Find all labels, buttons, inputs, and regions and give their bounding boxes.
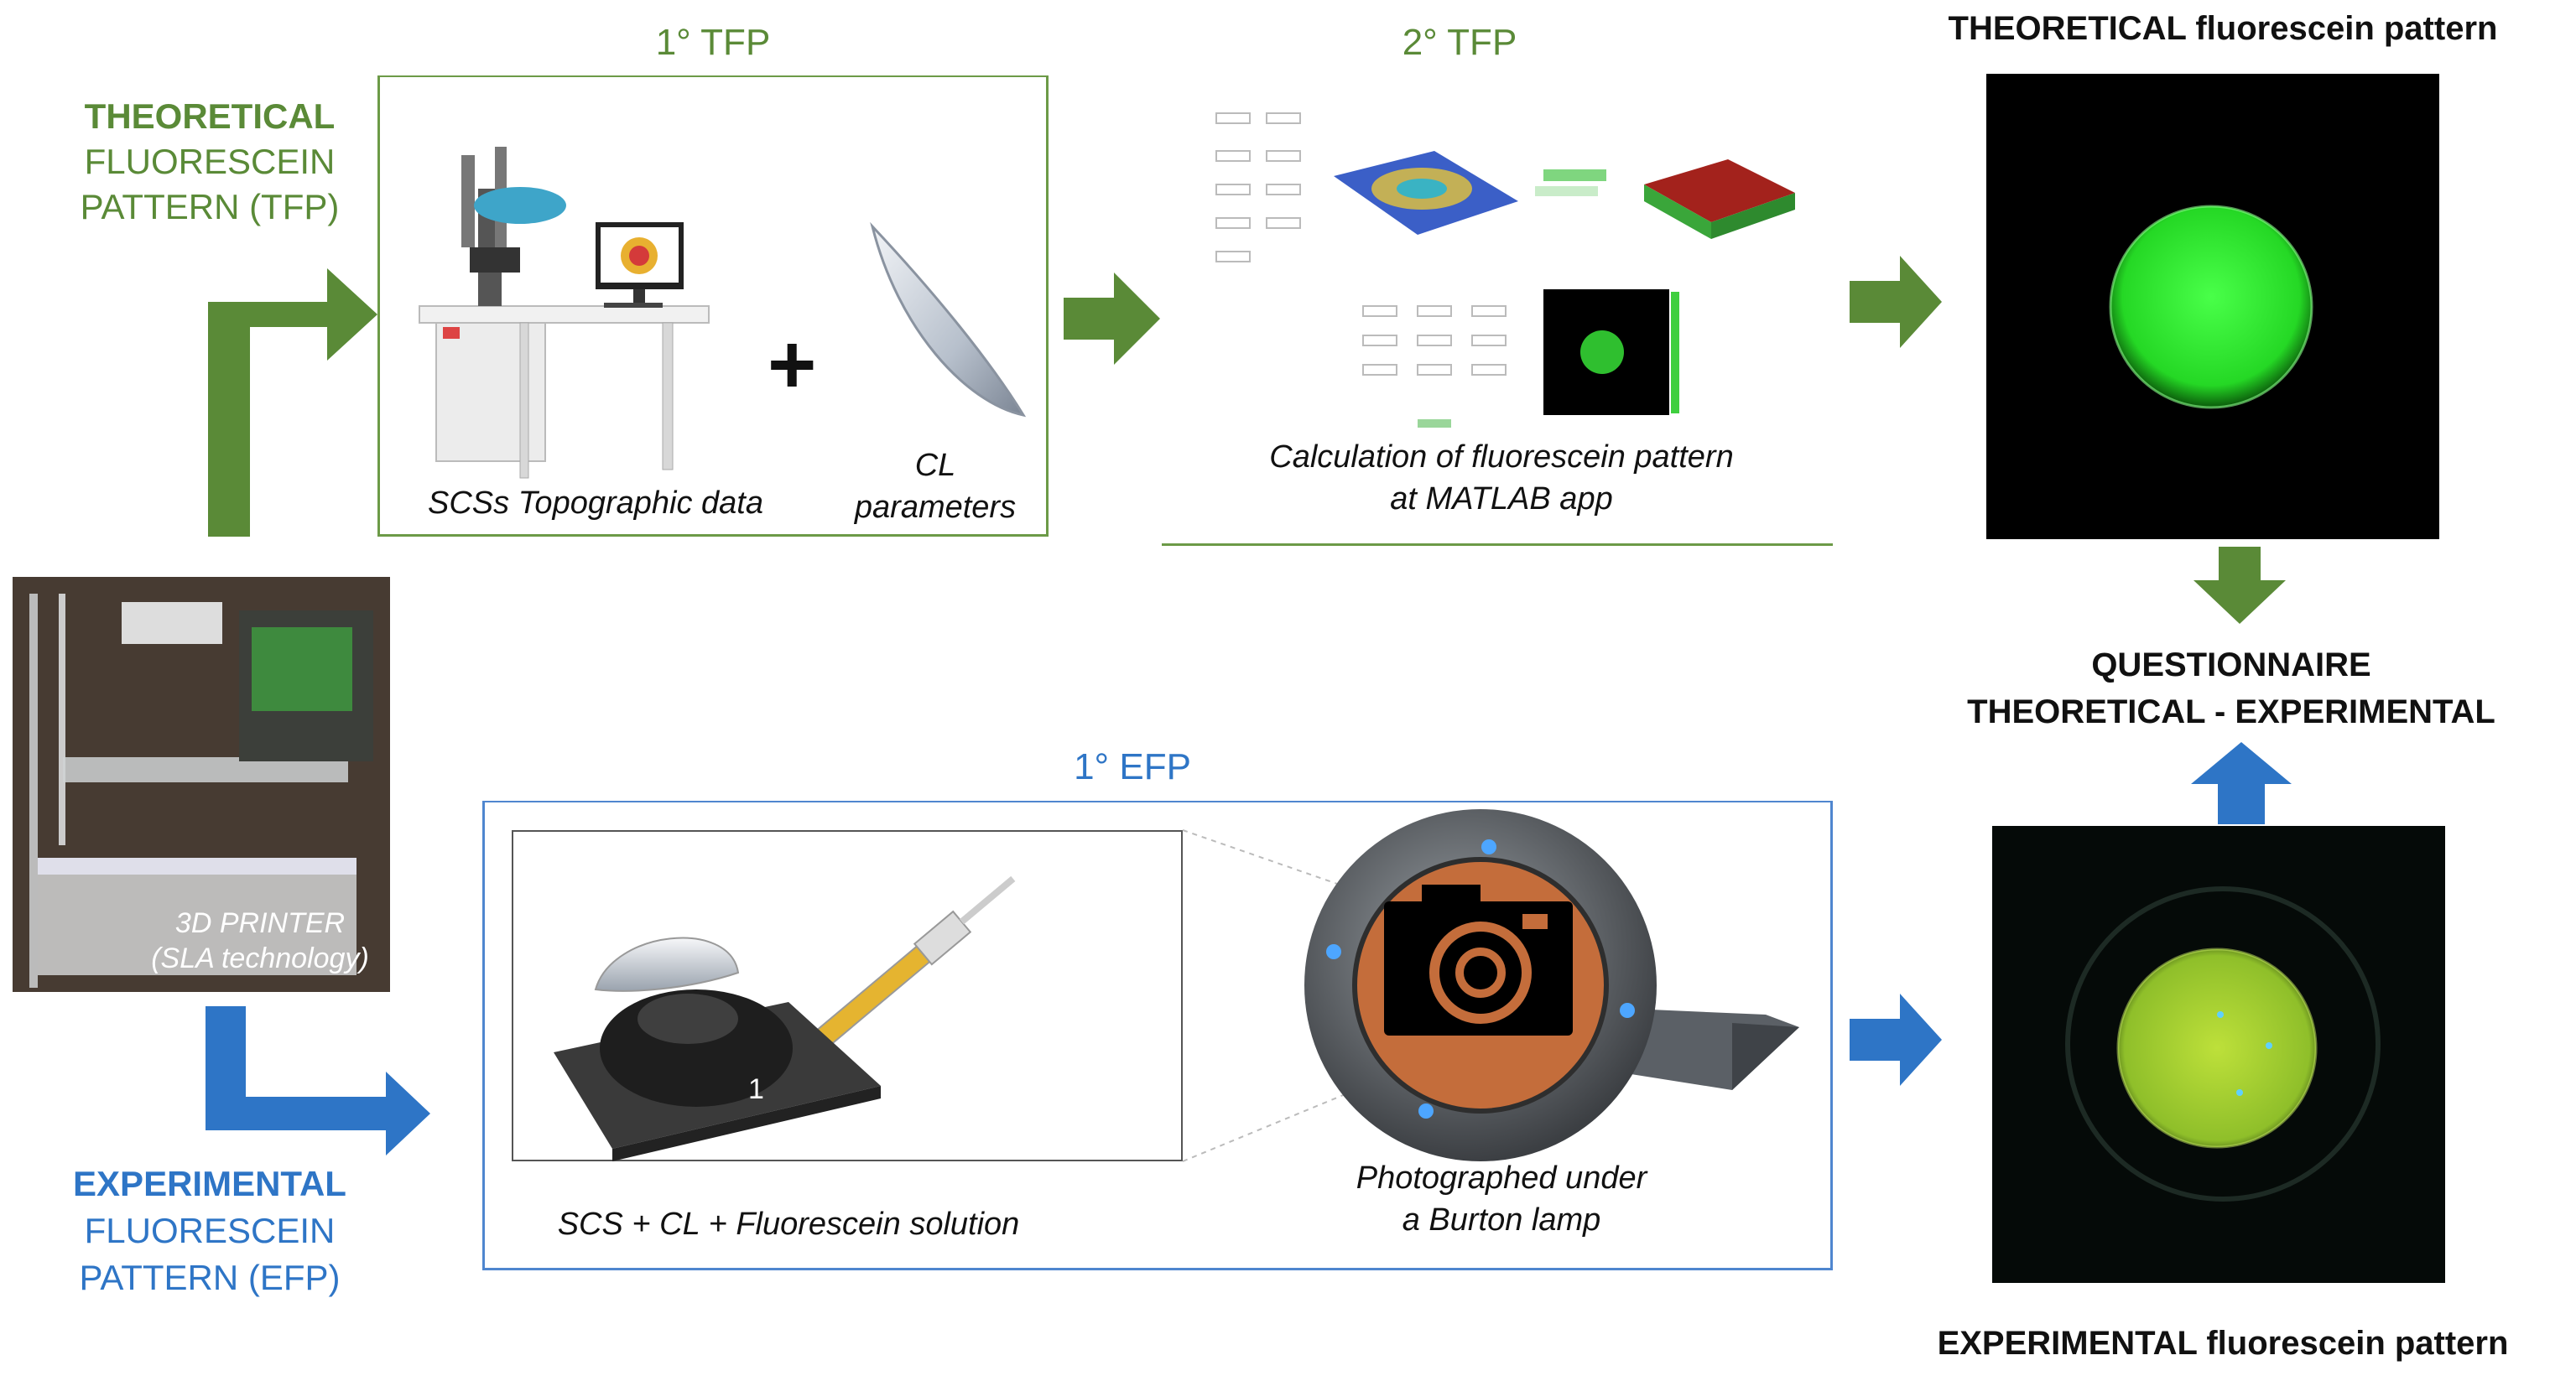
efp-setup-frame [512,830,1183,1161]
tfp-step1-frame [377,75,1049,537]
efp-result-title-rest: fluorescein pattern [2197,1325,2509,1362]
tfp-down-arrow [2194,547,2286,624]
efp-arrow-to-result [1850,994,1942,1086]
contact-lens-image [870,221,1027,418]
tfp-step1-title: 1° TFP [655,22,771,63]
camera-icon [1384,885,1573,1036]
efp-step1-caption-lamp-line1: Photographed under [1356,1161,1647,1196]
efp-setup-image [554,875,1016,1161]
tfp-step1-caption-topo: SCSs Topographic data [428,485,763,521]
3d-printer-caption-line1: 3D PRINTER [174,907,346,939]
3d-printer-image [13,577,390,992]
tfp-arrow-2-to-result [1850,256,1942,348]
tfp-step1-caption-cl-line2: parameters [854,490,1017,525]
efp-step1-caption-setup: SCS + CL + Fluorescein solution [557,1207,1020,1242]
tfp-elbow-arrow [208,268,377,537]
efp-step1-caption-lamp: Photographed under a Burton lamp [1258,1157,1745,1241]
burton-lamp-image [1304,809,1799,1161]
tfp-step1-caption-cl-line1: CL [914,448,956,483]
tfp-step2-title: 2° TFP [1402,22,1517,63]
theoretical-pattern-image [1986,74,2439,539]
efp-label-line2: PATTERN (EFP) [79,1258,341,1297]
efp-plate-number: 1 [748,1073,764,1105]
questionnaire-line2: THEORETICAL - EXPERIMENTAL [1967,693,2495,730]
tfp-result-title-strong: THEORETICAL [1948,10,2187,47]
tfp-arrow-1-to-2 [1064,273,1160,365]
tfp-label-strong: THEORETICAL [84,96,336,136]
3d-printer-caption: 3D PRINTER (SLA technology) [126,906,394,976]
efp-result-title-strong: EXPERIMENTAL [1937,1325,2198,1362]
questionnaire-label: QUESTIONNAIRE THEORETICAL - EXPERIMENTAL [1921,641,2542,735]
matlab-app-image [1215,112,1795,428]
efp-step1-caption-lamp-line2: a Burton lamp [1402,1202,1601,1238]
tfp-step2-caption: Calculation of fluorescein pattern at MA… [1174,436,1829,520]
tfp-label-line2: PATTERN (TFP) [80,187,340,226]
topographer-device-image [419,147,710,479]
efp-elbow-arrow [206,1006,430,1155]
efp-label-strong: EXPERIMENTAL [73,1164,346,1203]
tfp-result-title-rest: fluorescein pattern [2186,10,2498,47]
efp-up-arrow [2191,742,2292,824]
efp-step1-title: 1° EFP [1074,746,1191,787]
tfp-step2-caption-line1: Calculation of fluorescein pattern [1269,439,1734,475]
tfp-label: THEORETICAL FLUORESCEIN PATTERN (TFP) [50,94,369,230]
tfp-step2-underline [1162,543,1833,546]
efp-result-title: EXPERIMENTAL fluorescein pattern [1871,1323,2575,1363]
tfp-step2-caption-line2: at MATLAB app [1390,481,1613,517]
tfp-label-line1: FLUORESCEIN [84,142,336,181]
efp-step1-frame [482,801,1833,1270]
questionnaire-line1: QUESTIONNAIRE [2091,646,2371,683]
experimental-pattern-image [1992,826,2445,1283]
tfp-step1-caption-cl: CL parameters [826,444,1044,528]
tfp-result-title: THEORETICAL fluorescein pattern [1871,8,2575,49]
3d-printer-caption-line2: (SLA technology) [151,942,369,974]
efp-label: EXPERIMENTAL FLUORESCEIN PATTERN (EFP) [50,1161,369,1301]
tfp-plus-sign: + [768,318,817,412]
efp-label-line1: FLUORESCEIN [84,1211,336,1250]
